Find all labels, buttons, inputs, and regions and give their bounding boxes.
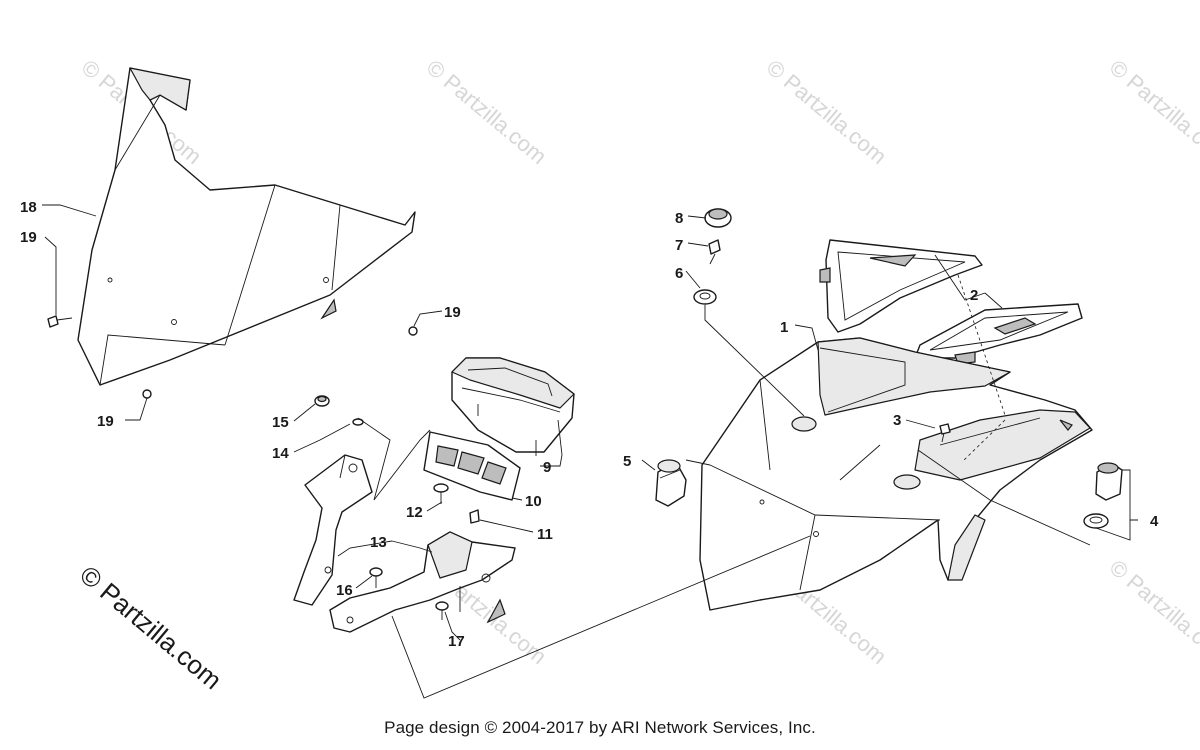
hood-part-1[interactable] — [699, 337, 1093, 611]
callout-15: 15 — [272, 414, 289, 431]
watermark-group: © Partzilla.com © Partzilla.com © Partzi… — [74, 55, 1200, 696]
leader-lines — [42, 204, 1138, 699]
watermark: © Partzilla.com — [1105, 555, 1200, 669]
power-outlet-part-5[interactable] — [655, 459, 687, 507]
screw-part-3[interactable] — [939, 423, 951, 443]
ignition-nut-part-6[interactable] — [693, 289, 717, 305]
callout-19: 19 — [444, 304, 461, 321]
bolt-part-12[interactable] — [433, 483, 449, 504]
nut-part-15[interactable] — [314, 395, 330, 407]
watermark: © Partzilla.com — [422, 55, 552, 169]
callout-11: 11 — [537, 526, 553, 543]
direction-arrow-icon — [486, 598, 506, 624]
screw-part-19[interactable] — [408, 326, 418, 336]
callout-17: 17 — [448, 633, 465, 650]
callout-19: 19 — [97, 413, 114, 430]
callout-16: 16 — [336, 582, 353, 599]
callout-10: 10 — [525, 493, 542, 510]
callout-1: 1 — [780, 319, 788, 336]
washer-part-14[interactable] — [352, 418, 364, 426]
screw-part-19[interactable] — [142, 389, 152, 399]
callout-5: 5 — [623, 453, 631, 470]
bolt-part-16[interactable] — [369, 567, 383, 588]
gauge-part-9[interactable] — [451, 357, 575, 456]
watermark: © Partzilla.com — [762, 55, 892, 169]
callout-8: 8 — [675, 210, 683, 227]
callout-2: 2 — [970, 287, 978, 304]
callout-19: 19 — [20, 229, 37, 246]
ignition-switch-part-4[interactable] — [1083, 462, 1123, 529]
callout-3: 3 — [893, 412, 901, 429]
callout-13: 13 — [370, 534, 387, 551]
ignition-cap-part-8[interactable] — [704, 208, 732, 228]
corner-watermark: © Partzilla.com — [74, 560, 227, 696]
copyright-footer: Page design © 2004-2017 by ARI Network S… — [384, 718, 816, 737]
lens-cover-part-2[interactable] — [914, 303, 1083, 365]
callout-18: 18 — [20, 199, 37, 216]
callout-9: 9 — [543, 459, 551, 476]
callout-labels: 18 19 19 19 8 7 6 1 2 3 5 4 9 10 11 12 1… — [20, 199, 1159, 650]
callout-7: 7 — [675, 237, 683, 254]
direction-arrow-icon — [320, 298, 337, 320]
key-part-7[interactable] — [708, 239, 721, 265]
windshield-part-18[interactable] — [77, 67, 416, 386]
screw-part-19[interactable] — [47, 315, 73, 328]
callout-12: 12 — [406, 504, 423, 521]
callout-14: 14 — [272, 445, 289, 462]
watermark: © Partzilla.com — [1105, 55, 1200, 169]
bracket-part-10[interactable] — [423, 431, 521, 501]
callout-6: 6 — [675, 265, 683, 282]
mount-bracket-part-13[interactable] — [293, 454, 373, 606]
bolt-part-17[interactable] — [435, 601, 449, 620]
lens-cover-part-2[interactable] — [819, 239, 983, 333]
callout-4: 4 — [1150, 513, 1159, 530]
pin-part-11[interactable] — [469, 509, 480, 524]
mount-bracket-part-13[interactable] — [329, 531, 516, 633]
